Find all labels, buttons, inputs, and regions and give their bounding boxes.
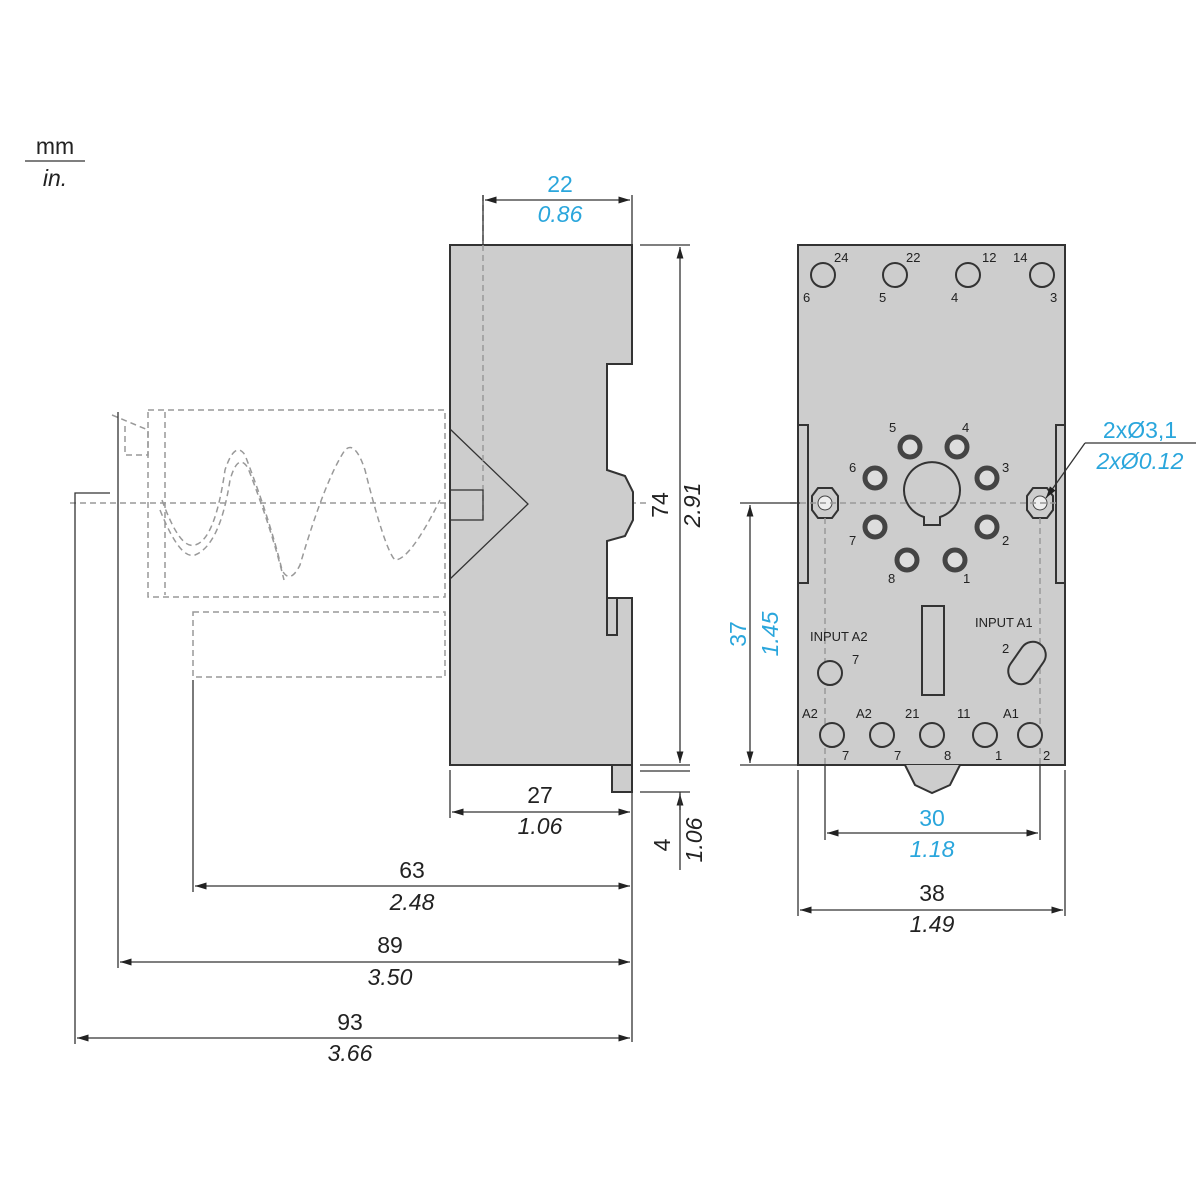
dim-hole-spacing-30: 30 1.18 <box>824 765 1041 862</box>
pin-label: 4 <box>962 420 969 435</box>
dim-value-mm: 89 <box>377 932 403 958</box>
terminal-label: 3 <box>1050 290 1057 305</box>
units-legend: mm in. <box>25 133 85 191</box>
unit-mm: mm <box>36 133 74 159</box>
dim-93: 93 3.66 <box>74 492 630 1066</box>
terminal-label: 7 <box>894 748 901 763</box>
terminal-label: 1 <box>995 748 1002 763</box>
dim-value-in: 3.66 <box>328 1040 373 1066</box>
dim-width-22: 22 0.86 <box>482 171 633 245</box>
front-view: 24 6 22 5 12 4 14 3 5 4 6 3 7 2 8 1 <box>725 244 1196 937</box>
dim-value-mm: 38 <box>919 880 945 906</box>
dim-value-mm: 4 <box>649 838 675 851</box>
unit-in: in. <box>43 165 67 191</box>
bottom-clip <box>904 764 961 795</box>
dim-63: 63 2.48 <box>192 680 630 915</box>
dim-value-mm: 93 <box>337 1009 363 1035</box>
input-a1-pin: 2 <box>1002 641 1009 656</box>
dim-value-in: 1.45 <box>757 611 783 656</box>
dim-value-in: 3.50 <box>368 964 413 990</box>
dim-depth-27: 27 1.06 <box>449 770 633 1042</box>
pin-label: 2 <box>1002 533 1009 548</box>
right-rail <box>1055 424 1066 584</box>
dim-89: 89 3.50 <box>117 412 630 990</box>
dim-value-in: 0.86 <box>538 201 583 227</box>
input-a2-label: INPUT A2 <box>810 629 868 644</box>
top-terminals: 24 6 22 5 12 4 14 3 <box>803 250 1057 305</box>
terminal-label: 4 <box>951 290 958 305</box>
terminal-label: 21 <box>905 706 919 721</box>
pin-label: 6 <box>849 460 856 475</box>
input-a1-slot <box>1007 640 1047 686</box>
bottom-terminals: A2 7 A2 7 21 8 11 1 A1 2 <box>802 706 1050 763</box>
socket-side-body <box>449 244 634 766</box>
clip <box>606 597 618 636</box>
terminal-label: 24 <box>834 250 848 265</box>
dim-hole-offset-37: 37 1.45 <box>725 502 800 766</box>
dim-tab-4: 4 1.06 <box>640 770 707 870</box>
pin-label: 3 <box>1002 460 1009 475</box>
left-rail <box>797 424 809 584</box>
dim-value-in: 1.18 <box>910 836 955 862</box>
terminal-label: A2 <box>856 706 872 721</box>
terminal-label: 8 <box>944 748 951 763</box>
dim-value-mm: 74 <box>647 492 673 518</box>
side-tab <box>611 764 633 793</box>
socket-pins: 5 4 6 3 7 2 8 1 <box>849 420 1009 586</box>
pin-label: 1 <box>963 571 970 586</box>
relay-outline <box>111 409 446 678</box>
input-a2-hole <box>817 660 843 686</box>
mounting-holes <box>790 487 1058 765</box>
dim-height-74: 74 2.91 <box>640 244 705 766</box>
dim-value-mm: 2xØ3,1 <box>1103 417 1177 443</box>
input-a2-pin: 7 <box>852 652 859 667</box>
dim-value-mm: 22 <box>547 171 573 197</box>
dim-value-mm: 30 <box>919 805 945 831</box>
pin-label: 8 <box>888 571 895 586</box>
input-a1-label: INPUT A1 <box>975 615 1033 630</box>
terminal-label: 22 <box>906 250 920 265</box>
dim-value-in: 2.91 <box>679 483 705 529</box>
center-key <box>903 461 961 526</box>
terminal-label: A2 <box>802 706 818 721</box>
triangle-mark <box>449 428 529 580</box>
dim-width-38: 38 1.49 <box>797 770 1066 937</box>
dim-value-in: 2.48 <box>389 889 435 915</box>
pin-label: 5 <box>889 420 896 435</box>
pin-label: 7 <box>849 533 856 548</box>
dim-value-in: 1.06 <box>518 813 563 839</box>
terminal-label: 7 <box>842 748 849 763</box>
dim-value-in: 1.49 <box>910 911 955 937</box>
terminal-label: 5 <box>879 290 886 305</box>
terminal-label: 11 <box>957 706 971 721</box>
dim-value-in: 1.06 <box>681 817 707 862</box>
terminal-label: 6 <box>803 290 810 305</box>
dim-value-mm: 63 <box>399 857 425 883</box>
mount-hole-callout: 2xØ3,1 2xØ0.12 <box>1045 417 1196 499</box>
dim-value-mm: 27 <box>527 782 553 808</box>
terminal-label: 12 <box>982 250 996 265</box>
terminal-label: 14 <box>1013 250 1027 265</box>
terminal-label: 2 <box>1043 748 1050 763</box>
dim-value-mm: 37 <box>725 621 751 647</box>
center-slot <box>921 605 945 696</box>
terminal-label: A1 <box>1003 706 1019 721</box>
side-view: 22 0.86 74 2.91 4 1.06 27 1.06 <box>70 171 707 1066</box>
dim-value-in: 2xØ0.12 <box>1096 448 1184 474</box>
